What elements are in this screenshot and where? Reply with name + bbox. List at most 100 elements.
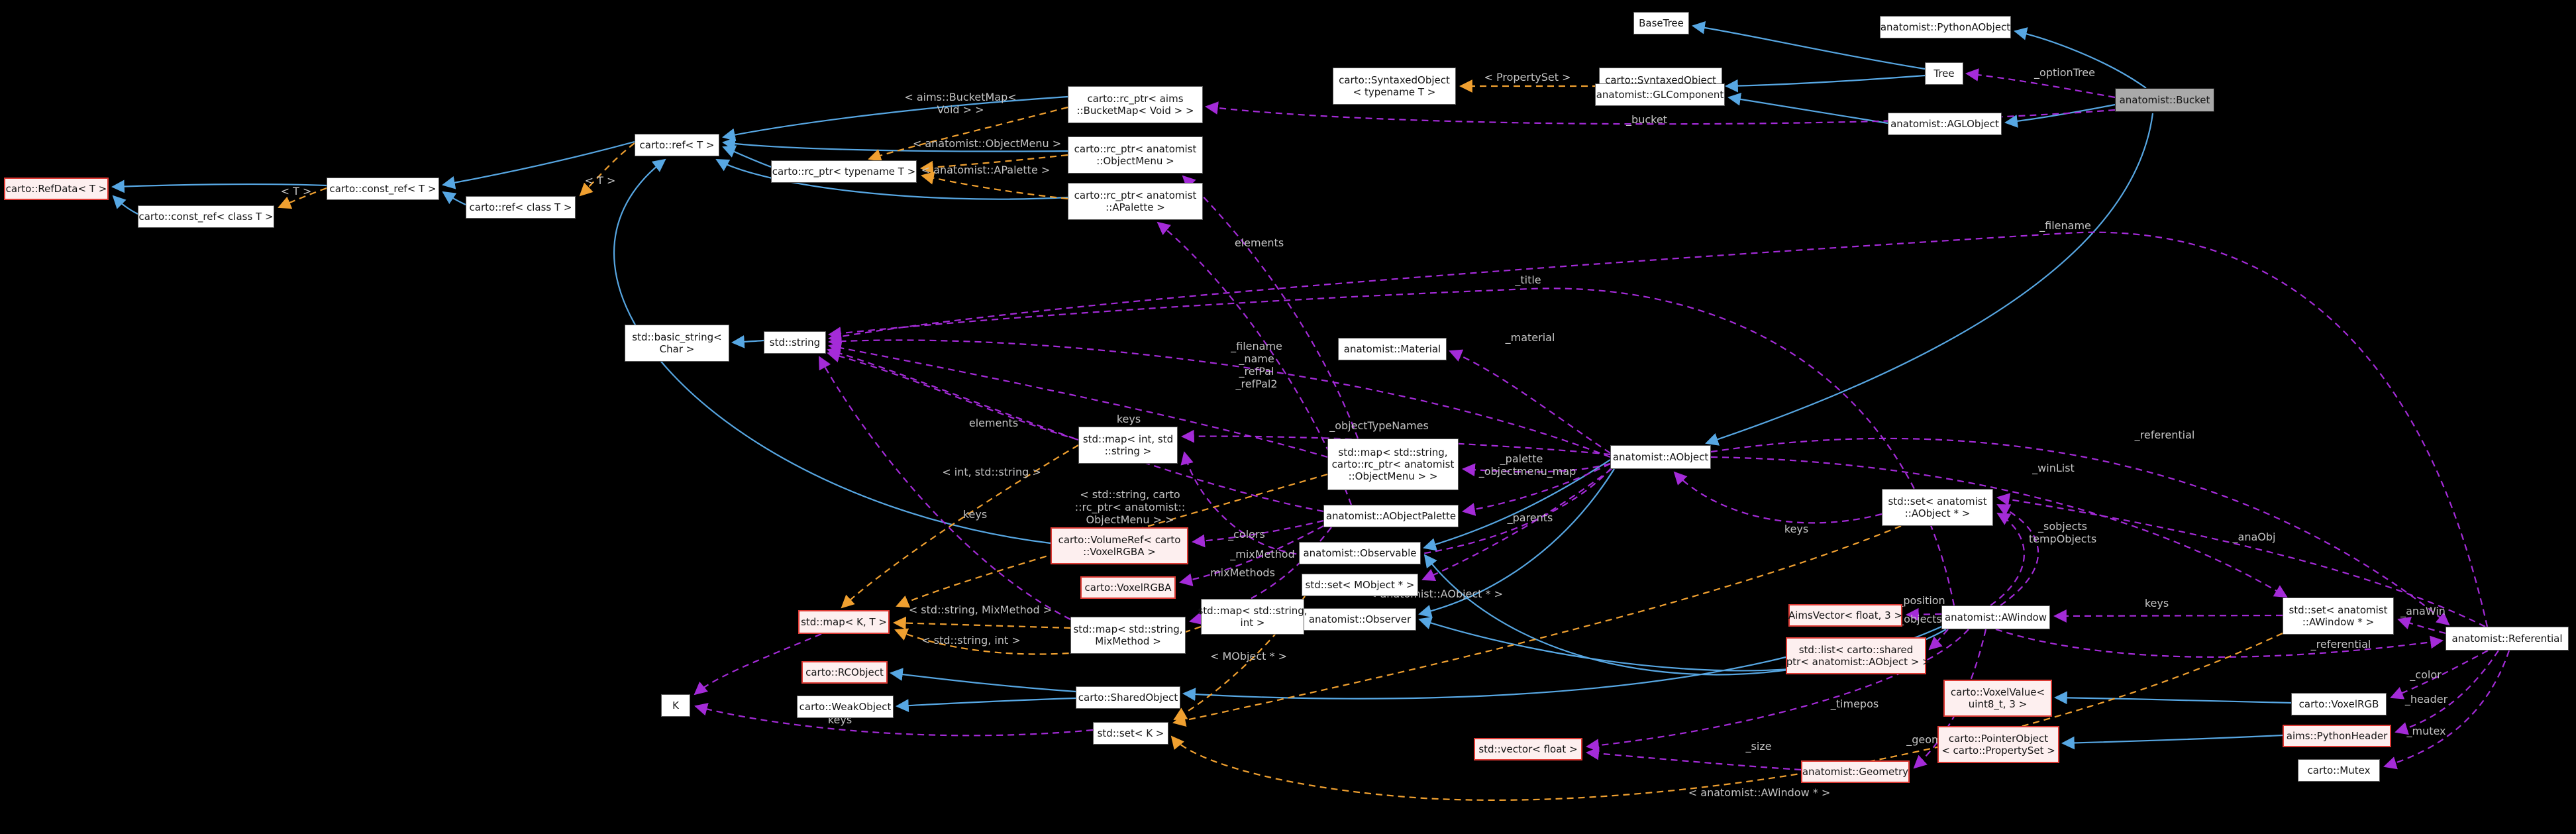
node-map-string-mixmethod[interactable]: std::map< std::string,MixMethod > xyxy=(1070,617,1186,654)
node-mutex[interactable]: carto::Mutex xyxy=(2298,759,2380,782)
node-geometry[interactable]: anatomist::Geometry xyxy=(1801,760,1910,783)
node-refdata[interactable]: carto::RefData< T > xyxy=(4,178,109,200)
node-std-string[interactable]: std::string xyxy=(764,331,826,354)
node-label: anatomist::Observer xyxy=(1308,613,1412,625)
node-label: std::map< std::string, xyxy=(1198,605,1308,617)
edge-aobject-to-std-string xyxy=(828,335,1611,458)
edge-label: _filename xyxy=(2039,219,2091,233)
edge-label: _timepos xyxy=(1830,698,1879,711)
edge-aobject-to-objectmenu-map xyxy=(1462,462,1611,477)
node-bucket[interactable]: anatomist::Bucket xyxy=(2115,88,2214,112)
node-observable[interactable]: anatomist::Observable xyxy=(1299,542,1421,564)
node-label: anatomist::Referential xyxy=(2451,633,2563,645)
node-aobject-palette[interactable]: anatomist::AObjectPalette xyxy=(1323,505,1459,527)
edge-sharedobject-to-rcobject xyxy=(890,668,1076,693)
node-tree[interactable]: Tree xyxy=(1925,62,1963,85)
node-label: carto::rc_ptr< anatomist xyxy=(1074,143,1197,155)
node-label: carto::SyntaxedObject xyxy=(1339,74,1450,86)
node-rcptr-bucketmap[interactable]: carto::rc_ptr< aims::BucketMap< Void > > xyxy=(1068,86,1203,123)
edge-aobject-palette-to-std-string xyxy=(827,346,1324,513)
node-label: std::set< MObject * > xyxy=(1305,579,1415,591)
node-syntaxedobject-typename[interactable]: carto::SyntaxedObject< typename T > xyxy=(1333,68,1456,105)
node-map-int-string[interactable]: std::map< int, std::string > xyxy=(1078,427,1178,464)
node-material[interactable]: anatomist::Material xyxy=(1338,338,1447,360)
edge-rcptr-objectmenu-to-ref-t xyxy=(722,137,1068,152)
edge-label: < MObject * > xyxy=(1210,650,1287,662)
node-pointerobject[interactable]: carto::PointerObject< carto::PropertySet… xyxy=(1937,726,2059,763)
node-voxelvalue[interactable]: carto::VoxelValue<uint8_t, 3 > xyxy=(1943,680,2052,717)
node-label: anatomist::Material xyxy=(1343,343,1441,355)
edge-label: _mutex xyxy=(2406,725,2446,738)
edge-label: keys xyxy=(2145,597,2169,609)
node-aglobject[interactable]: anatomist::AGLObject xyxy=(1888,113,2002,135)
node-label: carto::rc_ptr< typename T > xyxy=(772,166,916,178)
node-label: _ptr< anatomist::AObject > > xyxy=(1781,656,1931,668)
node-label: anatomist::AObject xyxy=(1612,451,1709,463)
node-label: carto::RefData< T > xyxy=(5,183,107,195)
node-ref-class[interactable]: carto::ref< class T > xyxy=(466,196,576,219)
edge-label: _anaObj xyxy=(2232,531,2276,544)
node-basic-string[interactable]: std::basic_string<Char > xyxy=(625,325,729,362)
edge-label: _colors xyxy=(1227,528,1265,541)
edge-awindow-to-vector-float xyxy=(1586,629,1969,753)
node-label: carto::ref< class T > xyxy=(469,201,572,213)
edge-label: keys xyxy=(963,508,987,521)
node-rcptr-objectmenu[interactable]: carto::rc_ptr< anatomist::ObjectMenu > xyxy=(1068,136,1203,174)
node-set-awindow[interactable]: std::set< anatomist::AWindow * > xyxy=(2283,598,2394,635)
edge-rcptr-typename-to-ref-t xyxy=(722,145,772,168)
node-pythonheader[interactable]: aims::PythonHeader xyxy=(2283,725,2391,747)
node-voxelrgba[interactable]: carto::VoxelRGBA xyxy=(1080,576,1176,599)
node-voxelrgb[interactable]: carto::VoxelRGB xyxy=(2291,693,2387,715)
edge-label: < anatomist::APalette > xyxy=(921,164,1051,176)
node-label: ::string > xyxy=(1104,445,1152,457)
node-basetree[interactable]: BaseTree xyxy=(1633,12,1689,34)
node-weakobject[interactable]: carto::WeakObject xyxy=(797,696,894,718)
edge-label: keys xyxy=(1784,523,1808,535)
node-aobject[interactable]: anatomist::AObject xyxy=(1610,445,1711,469)
edge-set-awindow-to-set-k xyxy=(1170,633,2283,801)
node-awindow[interactable]: anatomist::AWindow xyxy=(1941,605,2050,629)
edge-label: _referential xyxy=(2310,638,2371,651)
node-volumeref-voxelrgba[interactable]: carto::VolumeRef< carto::VoxelRGBA > xyxy=(1051,527,1188,564)
node-set-mobject[interactable]: std::set< MObject * > xyxy=(1302,574,1418,596)
node-set-aobject[interactable]: std::set< anatomist::AObject * > xyxy=(1882,489,1993,526)
node-python-aobject[interactable]: anatomist::PythonAObject xyxy=(1880,16,2011,38)
node-k-node[interactable]: K xyxy=(661,694,690,717)
node-rcptr-apalette[interactable]: carto::rc_ptr< anatomist::APalette > xyxy=(1068,183,1203,220)
node-rcobject[interactable]: carto::RCObject xyxy=(801,661,888,684)
edge-referential-to-voxelrgb xyxy=(2390,650,2489,700)
edge-tree-to-basetree xyxy=(1692,21,1926,70)
node-constref-t[interactable]: carto::const_ref< T > xyxy=(327,178,439,200)
edge-sharedobject-to-weakobject xyxy=(896,697,1076,712)
node-glcomponent[interactable]: anatomist::GLComponent xyxy=(1595,83,1725,106)
node-map-kt[interactable]: std::map< K, T > xyxy=(798,610,890,634)
node-ref-t[interactable]: carto::ref< T > xyxy=(635,134,719,156)
node-label: MixMethod > xyxy=(1095,635,1161,647)
edge-rcptr-apalette-to-ref-t xyxy=(715,159,1068,200)
edge-map-int-string-to-map-kt xyxy=(841,444,1079,609)
node-objectmenu-map[interactable]: std::map< std::string,carto::rc_ptr< ana… xyxy=(1327,439,1459,490)
node-set-k[interactable]: std::set< K > xyxy=(1093,722,1168,745)
node-observer[interactable]: anatomist::Observer xyxy=(1304,608,1416,631)
node-map-string-int[interactable]: std::map< std::string,int > xyxy=(1198,599,1308,635)
edge-constref-t-to-refdata xyxy=(111,180,327,193)
edge-objectmenu-map-to-std-string xyxy=(828,341,1328,458)
node-constref-class[interactable]: carto::const_ref< class T > xyxy=(138,205,274,228)
node-label: ::ObjectMenu > > xyxy=(1348,470,1438,482)
node-shared-list[interactable]: std::list< carto::shared_ptr< anatomist:… xyxy=(1781,637,1931,674)
node-label: carto::PointerObject xyxy=(1948,733,2049,745)
node-label: anatomist::Geometry xyxy=(1802,766,1909,778)
edge-label: _color xyxy=(2409,668,2442,682)
node-label: std::map< std::string, xyxy=(1073,623,1183,635)
edge-std-string-to-basic-string xyxy=(731,335,764,348)
node-label: std::set< K > xyxy=(1097,727,1164,739)
edge-label: _header xyxy=(2404,693,2448,706)
node-aimsvector[interactable]: AimsVector< float, 3 > xyxy=(1788,604,1902,627)
node-sharedobject[interactable]: carto::SharedObject xyxy=(1076,686,1180,709)
node-rcptr-typename[interactable]: carto::rc_ptr< typename T > xyxy=(771,160,917,183)
node-referential[interactable]: anatomist::Referential xyxy=(2446,627,2569,651)
node-vector-float[interactable]: std::vector< float > xyxy=(1474,738,1582,760)
edge-aglobject-to-glcomponent xyxy=(1727,92,1888,125)
node-label: carto::RCObject xyxy=(805,666,884,678)
